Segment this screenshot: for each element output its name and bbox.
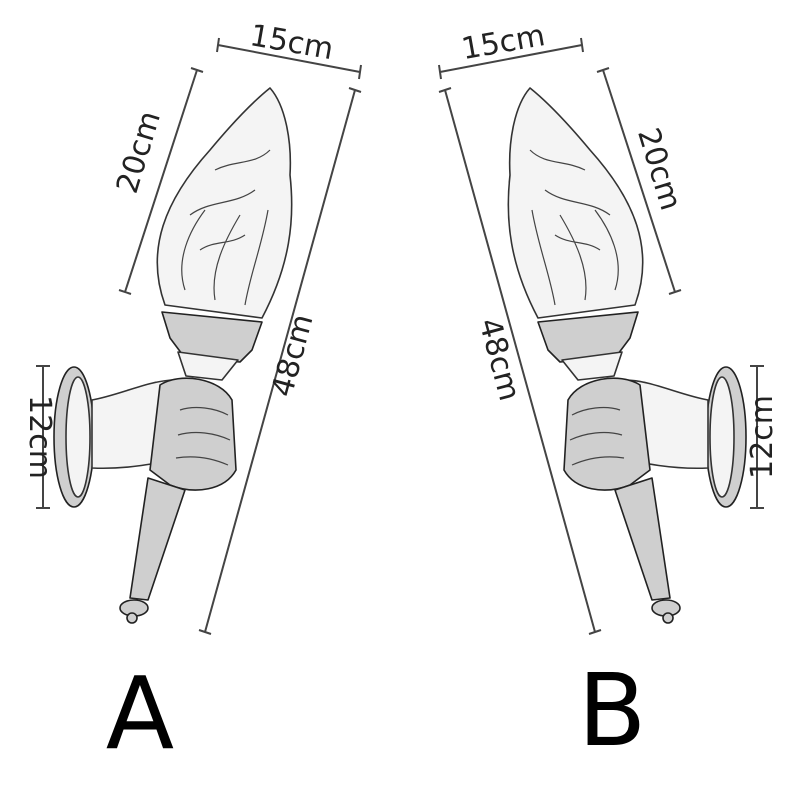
dim-label-base-b: 12cm bbox=[745, 395, 780, 479]
flame-holder-a bbox=[161, 311, 263, 363]
dim-tick bbox=[438, 64, 442, 80]
dim-tick bbox=[198, 629, 212, 635]
flame-glass-a bbox=[156, 87, 293, 319]
dim-label-total-a: 48cm bbox=[265, 310, 321, 400]
variant-label-a: A bbox=[106, 655, 174, 772]
wall-plate-face-b bbox=[709, 376, 735, 498]
fist-b bbox=[563, 377, 651, 491]
dim-tick bbox=[668, 289, 682, 295]
dimension-lines-a bbox=[36, 37, 362, 635]
handle-knob-b bbox=[662, 612, 674, 624]
dim-label-top-a: 15cm bbox=[247, 18, 336, 67]
dim-tick bbox=[348, 87, 362, 93]
dim-tick bbox=[580, 37, 584, 53]
dim-line-top-a bbox=[217, 44, 361, 73]
dim-tick bbox=[588, 629, 602, 635]
dim-tick bbox=[358, 64, 362, 80]
dim-line-total-b bbox=[444, 89, 596, 633]
flame-glass-b bbox=[507, 87, 644, 319]
holder-neck-a bbox=[177, 351, 239, 381]
dimension-lines-b bbox=[438, 37, 764, 635]
dim-tick bbox=[118, 289, 132, 295]
dim-line-flame-a bbox=[124, 69, 198, 293]
variant-b: 15cm 20cm 48cm 12cm B bbox=[438, 18, 780, 769]
fist-fingers-a bbox=[175, 406, 231, 466]
torch-handle-b bbox=[614, 477, 671, 601]
flame-holder-b bbox=[537, 311, 639, 363]
dim-tick bbox=[190, 67, 204, 73]
dim-label-top-b: 15cm bbox=[459, 18, 548, 67]
fist-fingers-b bbox=[569, 406, 625, 466]
flame-texture-a bbox=[181, 149, 271, 306]
wall-plate-face-a bbox=[65, 376, 91, 498]
handle-knob-a bbox=[126, 612, 138, 624]
dim-tick bbox=[216, 37, 220, 53]
torch-lamp-a-drawing bbox=[53, 87, 293, 624]
dim-label-flame-b: 20cm bbox=[630, 124, 688, 214]
dim-line-top-b bbox=[439, 44, 583, 73]
dim-line-total-a bbox=[204, 89, 356, 633]
dim-label-base-a: 12cm bbox=[22, 395, 57, 479]
dim-tick bbox=[438, 87, 452, 93]
torch-handle-a bbox=[129, 477, 186, 601]
variant-a: 15cm 20cm 48cm 12cm A bbox=[22, 18, 362, 772]
holder-neck-b bbox=[561, 351, 623, 381]
flame-texture-b bbox=[529, 149, 619, 306]
variant-label-b: B bbox=[578, 652, 647, 769]
dim-line-flame-b bbox=[602, 69, 676, 293]
dim-tick bbox=[596, 67, 610, 73]
torch-lamp-b-drawing bbox=[507, 87, 747, 624]
fist-a bbox=[149, 377, 237, 491]
